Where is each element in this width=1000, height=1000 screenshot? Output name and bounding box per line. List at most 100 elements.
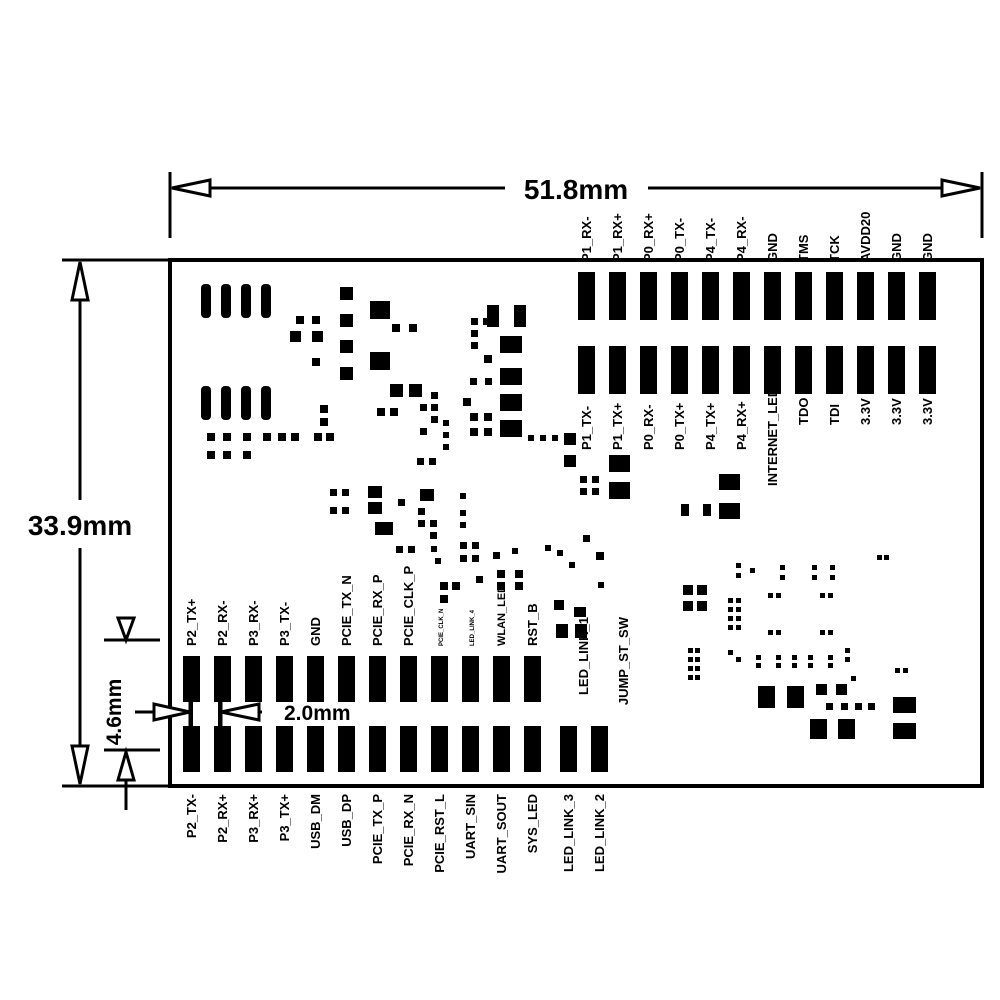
component-pad [470,413,478,421]
component-pad [463,398,471,406]
component-pad [497,570,505,578]
component-pad [512,548,518,554]
pin-label: TCK [827,235,842,262]
component-pad [683,585,693,595]
component-pad [500,368,522,385]
pad [702,272,719,320]
component-pad [471,330,478,337]
component-pad [828,593,833,598]
component-pad [845,657,850,662]
pad [400,656,417,702]
pad [764,346,781,394]
width-label: 51.8mm [524,174,628,205]
component-pad [431,416,438,423]
component-pad [370,352,390,370]
pad [431,726,448,772]
pad [493,656,510,702]
pad [733,272,750,320]
pad [591,726,608,772]
component-pad [440,595,448,603]
pin-label: P3_RX+ [246,794,261,843]
top-pad-row [578,272,936,394]
component-pad [476,576,483,583]
component-pad [736,598,741,603]
component-pad [580,476,587,483]
pin-label: SYS_LED [525,794,540,853]
component-pad [580,488,587,495]
component-pad [312,358,320,366]
component-pad [443,444,449,450]
pin-label: P1_RX- [579,216,594,262]
component-pad [377,408,385,416]
width-dimension: 51.8mm [168,172,984,238]
pin-label: P3_TX- [277,602,292,646]
component-pad [483,318,490,325]
component-pad [484,428,492,436]
pad [214,656,231,702]
component-pad [241,386,251,420]
component-pad [418,520,425,527]
component-pad [688,657,693,662]
pad [857,346,874,394]
component-pad [368,502,382,514]
pin-label: UART_SIN [463,794,478,859]
component-pad [792,655,797,660]
component-pad [728,650,733,655]
component-pad [408,546,415,553]
component-pad [484,413,492,421]
component-pad [291,433,299,441]
component-pad [390,408,398,416]
component-pad [681,504,689,516]
pad [524,656,541,702]
pin-label: AVDD20 [858,212,873,262]
pin-label: USB_DM [308,794,323,849]
component-pad [435,558,441,564]
component-pad [598,582,604,588]
component-pad [472,542,479,549]
component-pad [697,585,707,595]
pin-label: PCIE_TX_P [370,794,385,864]
component-pad [556,624,568,638]
pad [462,656,479,702]
component-pad [812,565,817,570]
component-pad [497,582,505,590]
component-pad [440,582,448,590]
component-pad [278,433,286,441]
component-pad [895,668,900,673]
component-pad [830,575,835,580]
pad [609,272,626,320]
pin-label: WLAN_LED [496,585,508,646]
component-pad [431,392,438,399]
pad [671,346,688,394]
pin-label: P1_TX+ [610,402,625,450]
pad [919,346,936,394]
pin-label: P2_TX+ [184,598,199,646]
pin-label: INTERNET_LED [765,388,780,486]
component-pad [903,668,908,673]
component-pad [418,508,425,515]
component-pad [808,663,813,668]
pin-label: LED_LINK_2 [592,794,607,872]
component-pad [460,493,466,499]
pin-label: TMS [796,234,811,262]
component-pad [340,367,353,380]
component-pad [868,703,875,710]
component-pad [884,555,889,560]
pad [369,726,386,772]
component-pad [201,284,211,318]
pad [888,346,905,394]
pad [733,346,750,394]
component-pad [540,435,546,441]
pad [560,726,577,772]
pad [795,272,812,320]
component-pad [609,482,630,499]
height-dimension: 33.9mm [28,258,168,788]
component-pad [728,607,733,612]
component-pad [787,686,804,708]
component-pad [420,404,427,411]
pad [276,656,293,702]
component-pad [515,570,523,578]
pad [338,726,355,772]
component-pad [736,573,741,578]
